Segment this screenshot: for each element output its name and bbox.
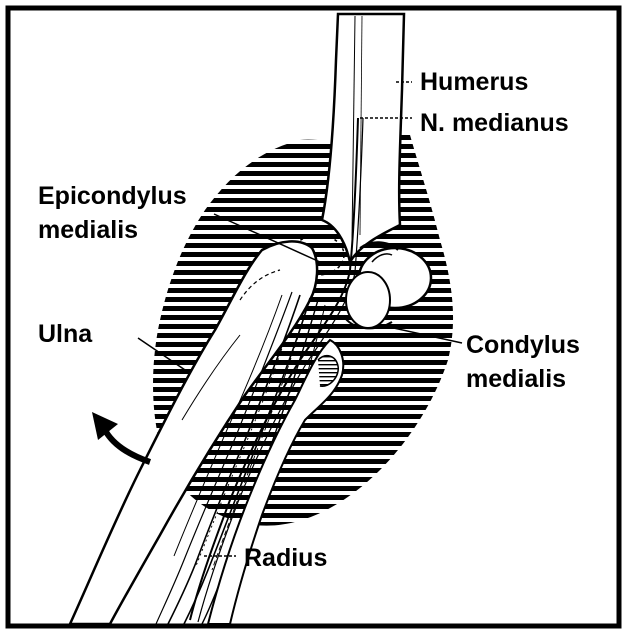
label-condylus-line1: Condylus xyxy=(466,331,580,359)
label-ulna: Ulna xyxy=(38,320,93,348)
label-radius: Radius xyxy=(244,544,327,572)
label-epicondylus-line2: medialis xyxy=(38,216,138,244)
label-condylus-line2: medialis xyxy=(466,365,566,393)
label-humerus: Humerus xyxy=(420,68,528,96)
label-epicondylus-line1: Epicondylus xyxy=(38,182,187,210)
label-n-medianus: N. medianus xyxy=(420,109,569,137)
